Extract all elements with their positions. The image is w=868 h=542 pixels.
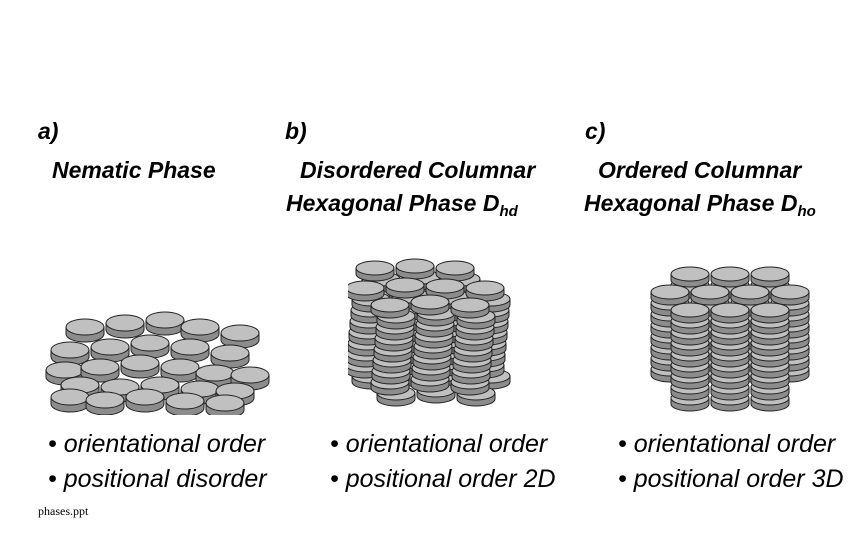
disc-shape: [770, 284, 810, 306]
disc-shape: [180, 318, 220, 343]
disc-shape: [385, 277, 425, 299]
disc-shape: [670, 302, 710, 324]
disc-shape: [120, 354, 160, 379]
disc-shape: [670, 266, 710, 288]
disc-shape: [85, 391, 125, 415]
footer-filename: phases.ppt: [38, 504, 89, 518]
disc-shape: [160, 358, 200, 383]
bullet-item: • orientational order: [330, 430, 548, 458]
disc-shape: [435, 260, 475, 282]
disordered-column-illustration: [348, 258, 511, 407]
panel-letter: c): [585, 118, 606, 144]
disc-shape: [410, 294, 450, 316]
bullet-item: • positional disorder: [48, 465, 267, 493]
panel-letter: a): [38, 118, 59, 144]
disc-shape: [65, 318, 105, 343]
disc-shape: [750, 266, 790, 288]
disc-shape: [170, 338, 210, 363]
disc-shape: [465, 280, 505, 302]
panel-title-text: Hexagonal Phase D: [584, 190, 798, 216]
disc-shape: [205, 394, 245, 415]
panel-title-line2: Hexagonal Phase Dho: [584, 188, 816, 227]
disc-shape: [348, 280, 385, 302]
panel-title: Disordered Columnar: [300, 157, 536, 183]
disc-shape: [50, 388, 90, 413]
panel-title-text: Hexagonal Phase D: [286, 190, 500, 216]
disc-shape: [730, 284, 770, 306]
disc-shape: [50, 341, 90, 366]
nematic-disc-illustration: [45, 311, 270, 415]
ordered-column-illustration: [650, 266, 810, 412]
disc-shape: [450, 297, 490, 319]
panel-title-line2: Hexagonal Phase Dhd: [286, 188, 518, 227]
disc-shape: [395, 258, 435, 280]
disc-shape: [220, 324, 260, 349]
disc-shape: [145, 311, 185, 336]
bullet-item: • positional order 3D: [618, 465, 844, 493]
disc-shape: [710, 302, 750, 324]
disc-shape: [750, 302, 790, 324]
panel-title: Nematic Phase: [52, 157, 216, 183]
disc-shape: [165, 392, 205, 415]
disc-shape: [105, 314, 145, 339]
disc-shape: [370, 297, 410, 319]
phase-subscript: ho: [797, 203, 816, 220]
disc-shape: [125, 388, 165, 413]
panel-title: Ordered Columnar: [598, 157, 802, 183]
panel-letter: b): [285, 118, 307, 144]
disc-shape: [710, 266, 750, 288]
disc-shape: [690, 284, 730, 306]
disc-shape: [355, 260, 395, 282]
disc-shape: [650, 284, 690, 306]
disc-shape: [130, 334, 170, 359]
bullet-item: • orientational order: [618, 430, 836, 458]
bullet-item: • orientational order: [48, 430, 266, 458]
phase-subscript: hd: [499, 203, 518, 220]
disc-shape: [210, 344, 250, 369]
bullet-item: • positional order 2D: [330, 465, 556, 493]
